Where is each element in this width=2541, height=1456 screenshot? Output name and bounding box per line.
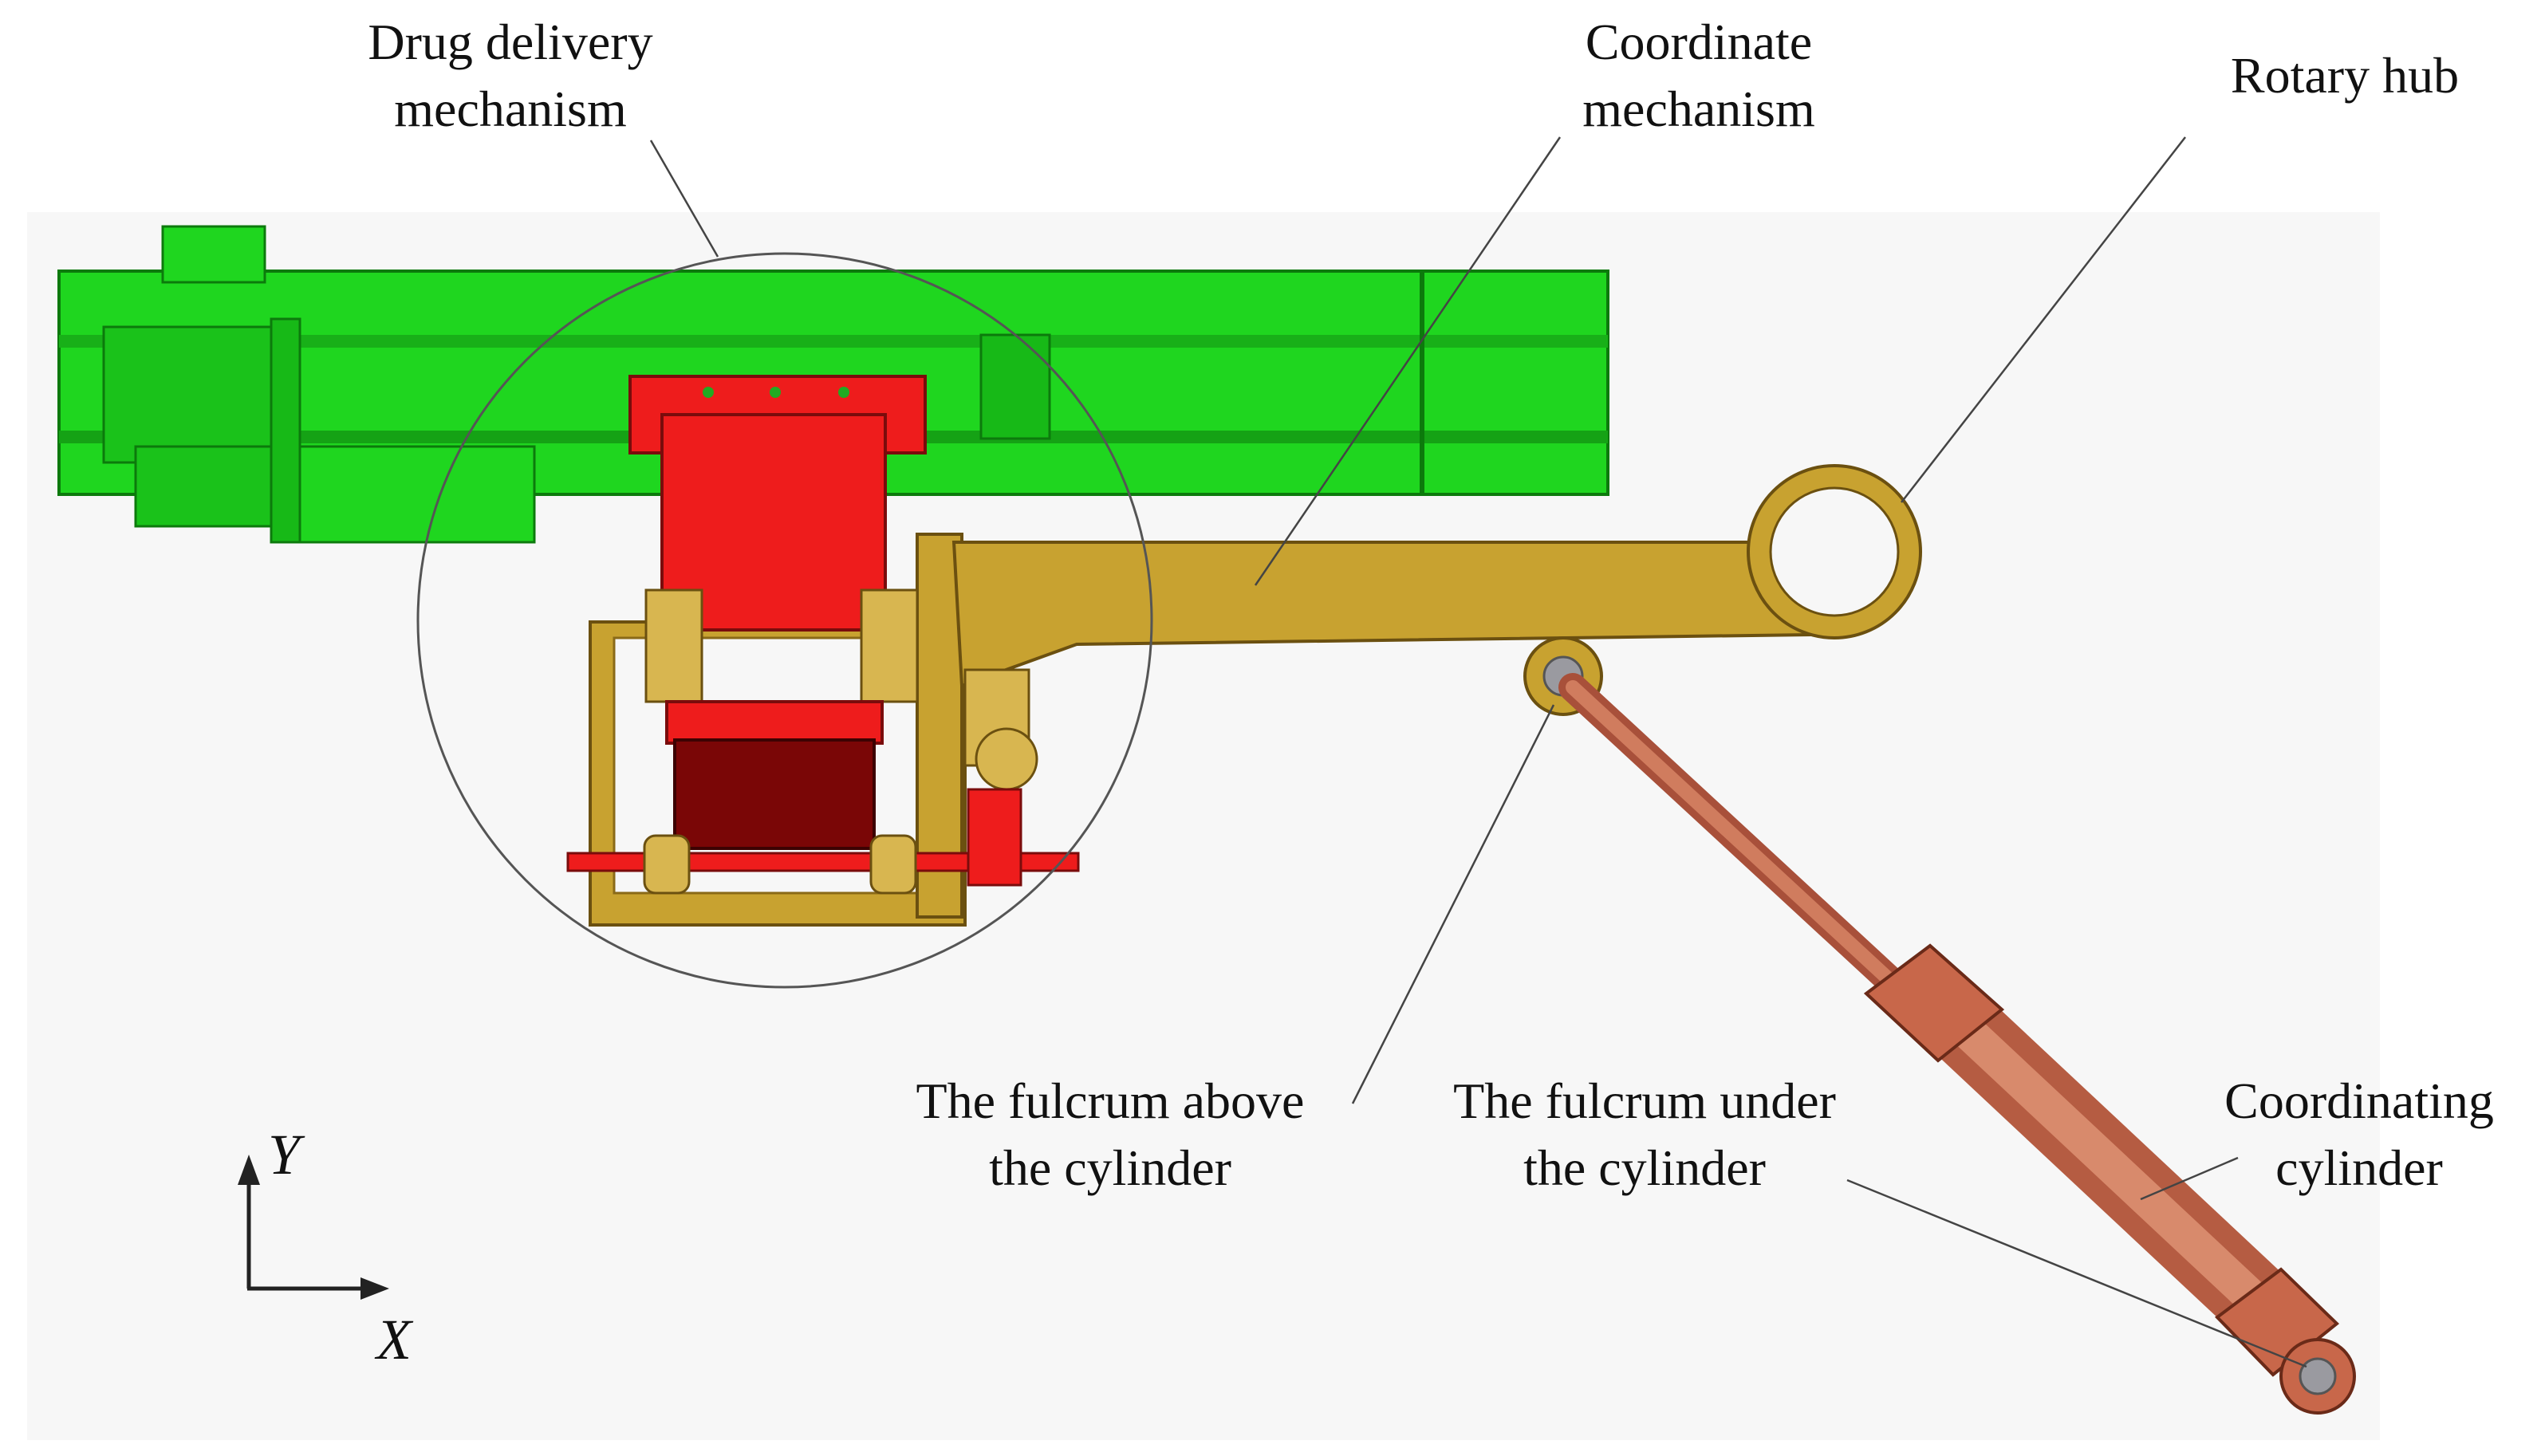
leader-lines [649, 136, 2307, 1368]
label-drug-delivery-line1: Drug delivery [368, 14, 652, 70]
leader-coordinate [1254, 136, 1562, 586]
leader-fulcrum-above [1351, 704, 1555, 1104]
label-drug-delivery-line2: mechanism [394, 81, 626, 137]
axis-x-label: X [374, 1308, 414, 1371]
drug-delivery-bracket [566, 375, 1080, 895]
label-coordinate-line1: Coordinate [1586, 14, 1812, 70]
label-fulcrum-above-line1: The fulcrum above [916, 1072, 1305, 1129]
leader-rotary-hub [1901, 136, 2186, 503]
drug-delivery-highlight-circle [416, 252, 1153, 989]
label-coordinating-cylinder-line2: cylinder [2275, 1139, 2443, 1196]
label-coordinate-line2: mechanism [1582, 81, 1814, 137]
axis-y-label: Y [268, 1123, 305, 1186]
label-coordinating-cylinder-line1: Coordinating [2224, 1072, 2494, 1129]
leader-drug-delivery [649, 140, 719, 258]
axis-indicator: Y X [238, 1123, 414, 1371]
lower-fulcrum-pin [2299, 1357, 2337, 1395]
leader-fulcrum-under [1846, 1179, 2307, 1368]
leader-coordinating-cylinder [2140, 1156, 2239, 1201]
label-fulcrum-under-line1: The fulcrum under [1453, 1072, 1836, 1129]
label-fulcrum-under-line2: the cylinder [1523, 1139, 1766, 1196]
coordinating-cylinder [1558, 673, 2356, 1415]
label-fulcrum-above-line2: the cylinder [989, 1139, 1231, 1196]
label-rotary-hub: Rotary hub [2231, 47, 2459, 104]
